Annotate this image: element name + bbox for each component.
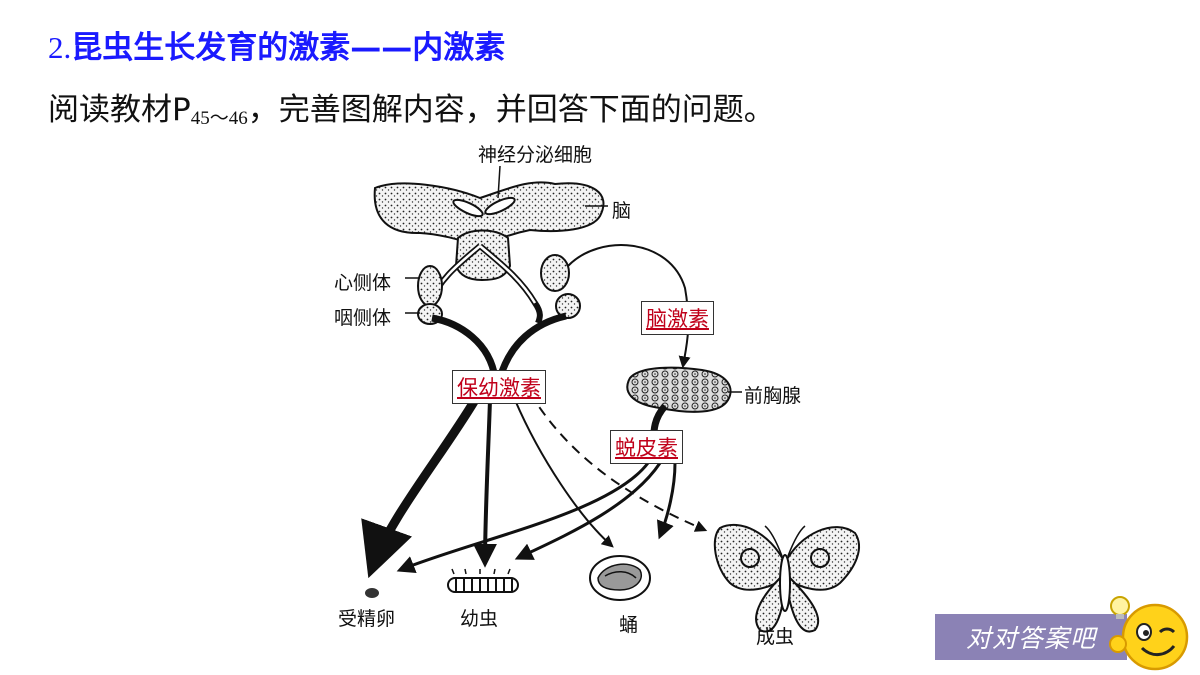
answer-brain-hormone: 脑激素 — [641, 301, 714, 335]
insect-hormone-diagram: 神经分泌细胞 脑 心侧体 咽侧体 前胸腺 受精卵 幼虫 蛹 成虫 脑激素 保幼激… — [330, 138, 875, 650]
arrow-ecdysone-to-pupa — [656, 462, 677, 540]
arrow-ecdysone-to-egg — [396, 462, 650, 574]
arrow-to-egg — [361, 397, 479, 579]
check-answer-button[interactable]: 对对答案吧 — [935, 614, 1127, 660]
brain-hormone-pathway — [567, 244, 691, 369]
neurosecretory-cell — [452, 198, 484, 218]
corpora-cardiaca-right — [540, 254, 570, 292]
section-title: 2.昆虫生长发育的激素——内激素 — [48, 22, 505, 67]
egg-drawing — [365, 588, 379, 598]
prothoracic-gland-shape — [626, 366, 732, 413]
neurosecretory-cell — [484, 196, 516, 216]
arrow-to-larva — [473, 399, 498, 568]
arrow-ecdysone-to-larva — [514, 462, 662, 560]
label-pupa: 蛹 — [619, 614, 639, 636]
ganglion-shape — [454, 229, 512, 282]
label-larva: 幼虫 — [460, 608, 499, 630]
corpora-cardiaca-left — [417, 265, 443, 307]
label-pointer — [497, 165, 501, 199]
larva-drawing — [447, 568, 519, 593]
label-neurosecretory-cells: 神经分泌细胞 — [478, 144, 593, 166]
instruction-after: ，完善图解内容，并回答下面的问题。 — [247, 92, 775, 128]
label-prothoracic-gland: 前胸腺 — [744, 385, 802, 407]
instruction-text: 阅读教材P45～46，完善图解内容，并回答下面的问题。 — [48, 84, 775, 130]
label-adult: 成虫 — [756, 626, 795, 648]
section-title-text: 昆虫生长发育的激素——内激素 — [71, 30, 506, 66]
answer-juvenile-hormone: 保幼激素 — [452, 370, 546, 404]
pupa-drawing — [589, 555, 651, 601]
section-number: 2. — [48, 30, 72, 65]
corpora-allata-right — [555, 293, 581, 319]
smiley-face-icon — [1109, 596, 1189, 671]
arrow-to-adult-dashed — [529, 392, 708, 532]
label-fertilized-egg: 受精卵 — [338, 608, 396, 630]
diagram-drawing — [361, 165, 860, 633]
answer-ecdysone: 蜕皮素 — [610, 430, 683, 464]
juvenile-hormone-trunk — [431, 314, 499, 379]
juvenile-hormone-trunk — [496, 312, 567, 380]
label-brain: 脑 — [612, 200, 632, 222]
label-corpora-allata: 咽侧体 — [334, 307, 392, 329]
instruction-pages: 45～46 — [190, 108, 248, 129]
arrow-to-pupa — [514, 399, 614, 548]
label-corpora-cardiaca: 心侧体 — [334, 272, 392, 294]
nerve-tract — [479, 245, 537, 304]
instruction-before: 阅读教材P — [48, 92, 191, 128]
adult-moth-drawing — [713, 523, 860, 633]
